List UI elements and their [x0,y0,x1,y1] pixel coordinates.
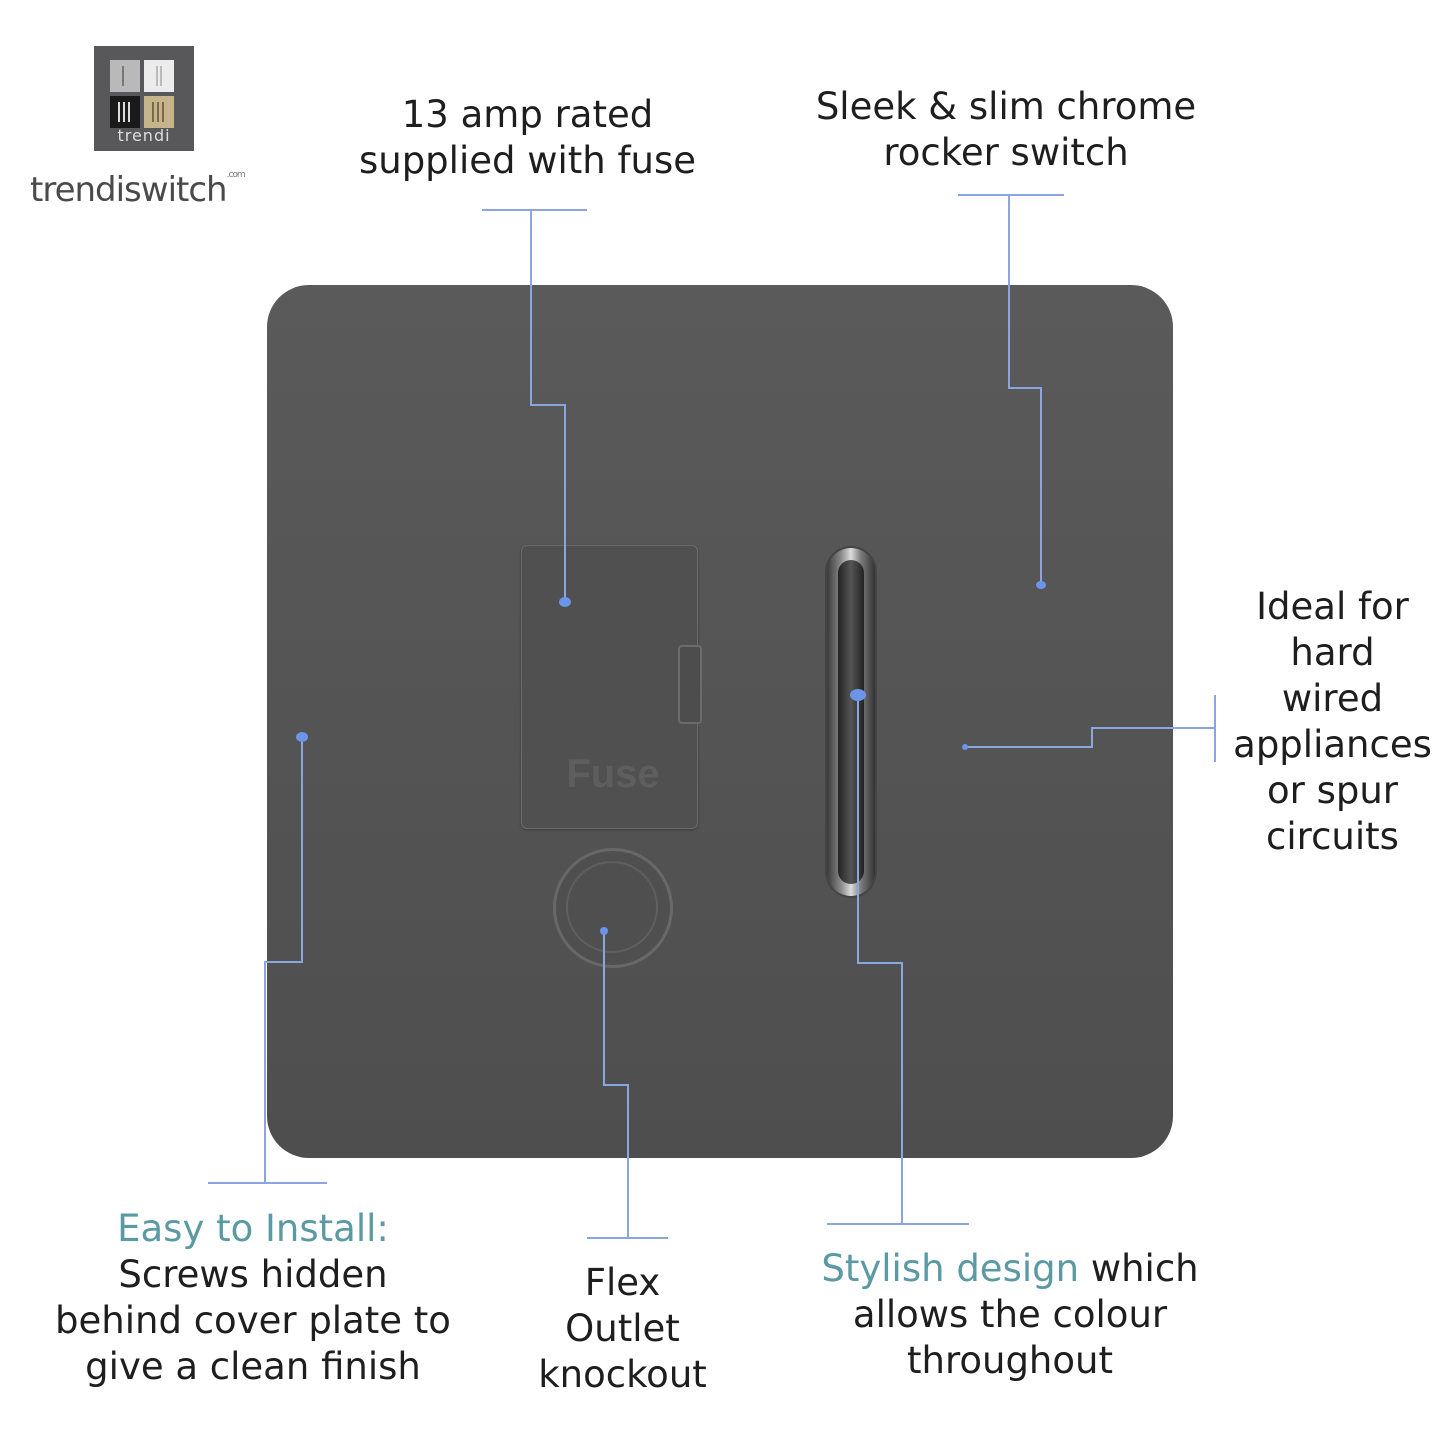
leader-stylish [827,695,969,1225]
callout-flex-line1: Flex [584,1261,661,1304]
callout-stylish-line1: Stylish design which [800,1246,1220,1292]
callout-rocker-line1: Sleek & slim chrome [815,85,1197,128]
brand-logo: trendi [94,46,194,151]
dot-install [296,732,308,742]
callout-ideal-line5: or spur [1266,769,1399,812]
callout-install-heading: Easy to Install: [117,1207,389,1250]
leader-amp-rating [482,209,587,602]
logo-caption: trendi [117,126,171,145]
callout-amp-rating: 13 amp rated supplied with fuse [340,92,715,184]
callout-ideal: Ideal for hard wired appliances or spur … [1225,584,1440,860]
callout-rocker: Sleek & slim chrome rocker switch [800,84,1212,176]
callout-rocker-line2: rocker switch [883,131,1129,174]
flex-outlet-inner-ring [566,861,658,953]
leader-rocker [958,194,1064,585]
fuse-label: Fuse [566,752,660,796]
leader-install [208,737,327,1184]
callout-amp-line1: 13 amp rated [401,93,654,136]
dot-stylish [850,689,866,701]
callout-ideal-line4: appliances [1233,723,1432,766]
dot-ideal [962,744,968,750]
callout-ideal-line6: circuits [1266,815,1399,858]
rocker-switch-groove [838,560,864,884]
callout-amp-line2: supplied with fuse [358,139,697,182]
callout-stylish: Stylish design which allows the colour t… [800,1246,1220,1384]
dot-flex [600,927,608,935]
wordmark-suffix: .com [226,170,246,180]
dot-amp-rating [559,597,571,607]
fuse-cover [521,545,698,829]
callout-ideal-line3: wired [1281,677,1384,720]
switch-plate [267,285,1173,1158]
callout-install-line3: give a clean finish [85,1345,421,1388]
callout-stylish-line3: throughout [907,1339,1113,1382]
callout-stylish-line2: allows the colour [852,1293,1168,1336]
wordmark-text: trendiswitch [30,170,228,210]
fuse-cover-tab [678,645,702,724]
dot-rocker [1036,581,1046,589]
callout-stylish-rest: which [1079,1247,1199,1290]
callout-flex-line3: knockout [538,1353,707,1396]
callout-flex-line2: Outlet [565,1307,680,1350]
leader-flex [587,931,668,1239]
callout-ideal-line2: hard [1290,631,1375,674]
callout-install-line2: behind cover plate to [55,1299,451,1342]
brand-wordmark: trendiswitch.com [30,170,246,210]
callout-stylish-accent: Stylish design [821,1247,1080,1290]
logo-mark-icon [110,60,174,128]
callout-install-line1: Screws hidden [118,1253,388,1296]
callout-install: Easy to Install: Screws hidden behind co… [40,1206,466,1390]
callout-ideal-line1: Ideal for [1256,585,1409,628]
leader-ideal [965,695,1216,762]
callout-flex: Flex Outlet knockout [520,1260,725,1398]
